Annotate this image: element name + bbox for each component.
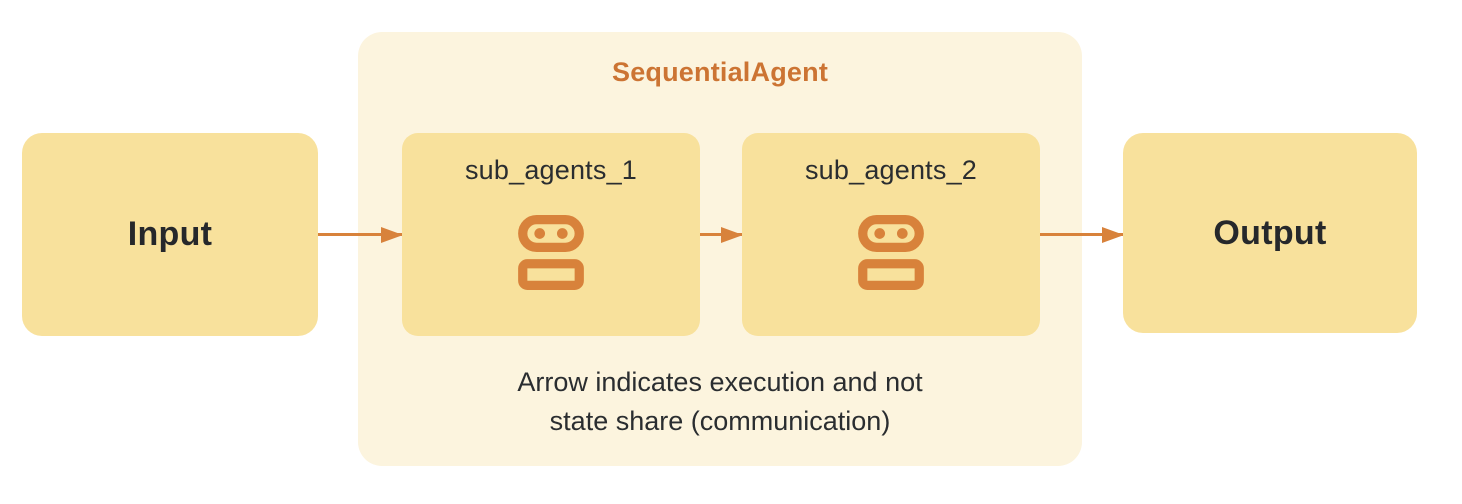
arrowhead-icon (1102, 226, 1124, 243)
execution-note-line-2: state share (communication) (549, 406, 891, 436)
sequential-agent-title: SequentialAgent (611, 57, 829, 87)
input-node: Input (22, 133, 318, 336)
arrow-sub-agents-2-to-output (1040, 226, 1124, 243)
sub-agents-2-label: sub_agents_2 (804, 155, 978, 185)
arrowhead-icon (721, 226, 743, 243)
arrow-input-to-sub-agents-1 (318, 226, 403, 243)
output-node-label: Output (1213, 213, 1327, 252)
sub-agents-2-node: sub_agents_2 (742, 133, 1040, 336)
output-node: Output (1123, 133, 1417, 333)
arrowhead-icon (381, 226, 403, 243)
robot-icon (858, 215, 924, 290)
execution-note: Arrow indicates execution and not state … (358, 363, 1082, 441)
execution-note-line-1: Arrow indicates execution and not (517, 367, 923, 397)
robot-icon (518, 215, 584, 290)
input-node-label: Input (127, 215, 213, 253)
sub-agents-1-node: sub_agents_1 (402, 133, 700, 336)
arrow-sub-agents-1-to-sub-agents-2 (700, 226, 743, 243)
sub-agents-1-label: sub_agents_1 (464, 155, 638, 185)
